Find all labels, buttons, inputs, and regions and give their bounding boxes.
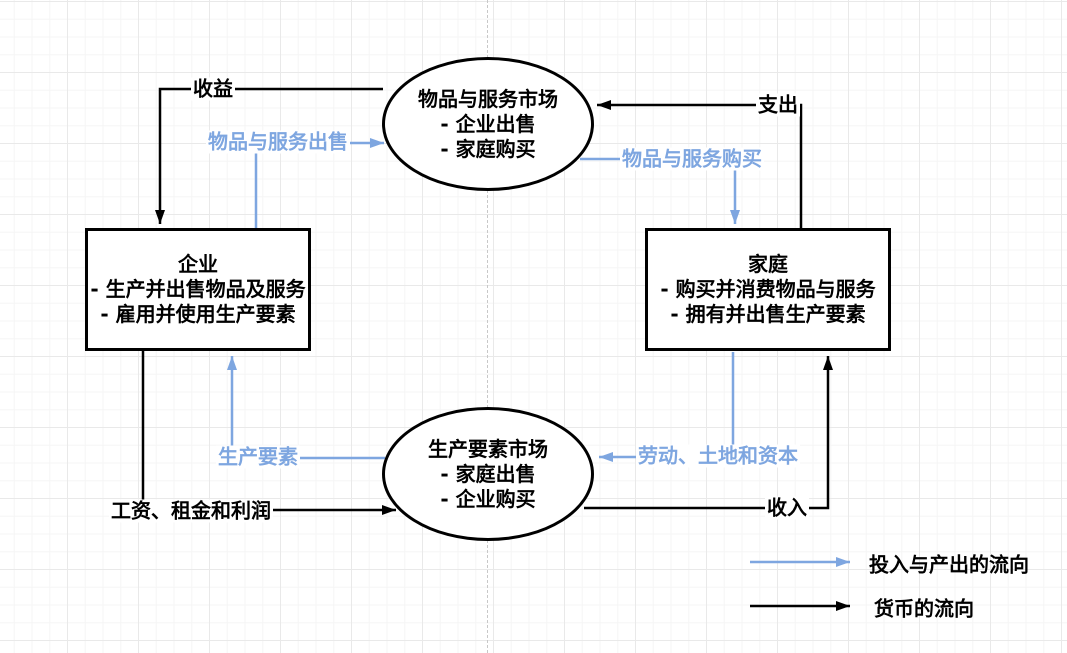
node-line: - 家庭购买 — [440, 136, 536, 161]
node-line: - 生产并出售物品及服务 — [90, 277, 306, 301]
goods-services-sold-label: 物品与服务出售 — [206, 129, 350, 154]
node-line: - 企业出售 — [440, 111, 536, 136]
goods-services-sold-arrow — [254, 138, 384, 228]
labor-land-capital-label: 劳动、土地和资本 — [636, 443, 800, 468]
labor-land-capital-arrow — [599, 352, 735, 462]
node-line: - 企业购买 — [440, 486, 536, 511]
revenue-arrow — [155, 87, 383, 224]
node-title: 物品与服务市场 — [418, 86, 558, 111]
node-line: - 雇用并使用生产要素 — [100, 302, 296, 326]
legend-inputs-outputs-label: 投入与产出的流向 — [869, 552, 1029, 577]
goods-services-bought-label: 物品与服务购买 — [620, 146, 764, 171]
spending-arrow — [597, 100, 803, 228]
income-label: 收入 — [765, 495, 809, 520]
goods-services-market-node: 物品与服务市场 - 企业出售 - 家庭购买 — [382, 57, 594, 191]
wages-rent-profit-label: 工资、租金和利润 — [109, 498, 273, 523]
page-break-line — [487, 0, 488, 653]
node-title: 企业 — [178, 252, 218, 276]
households-node: 家庭 - 购买并消费物品与服务 - 拥有并出售生产要素 — [645, 228, 891, 351]
factors-of-production-arrow — [227, 356, 385, 460]
spending-label: 支出 — [756, 92, 800, 117]
legend-money-label: 货币的流向 — [874, 596, 974, 621]
wages-rent-profit-arrow — [141, 351, 396, 515]
factors-of-production-label: 生产要素 — [216, 444, 300, 469]
firms-node: 企业 - 生产并出售物品及服务 - 雇用并使用生产要素 — [85, 228, 311, 351]
node-title: 家庭 — [748, 252, 788, 276]
node-line: - 拥有并出售生产要素 — [670, 302, 866, 326]
node-line: - 家庭出售 — [440, 461, 536, 486]
node-title: 生产要素市场 — [428, 436, 548, 461]
income-arrow — [584, 356, 833, 510]
factor-market-node: 生产要素市场 - 家庭出售 - 企业购买 — [382, 407, 594, 541]
node-line: - 购买并消费物品与服务 — [660, 277, 876, 301]
revenue-label: 收益 — [191, 76, 235, 101]
